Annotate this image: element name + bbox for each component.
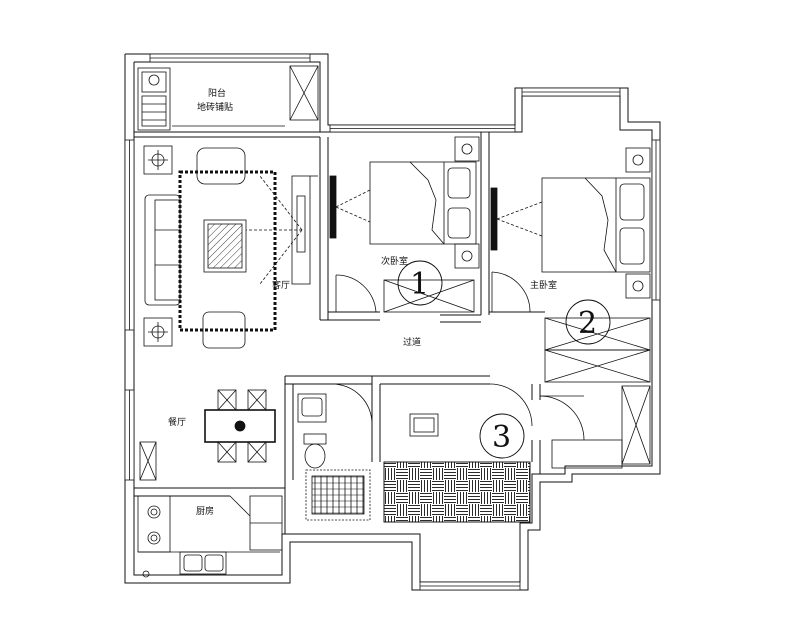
living-room-furniture [143,145,318,349]
master-bedroom-furniture [490,147,651,383]
kitchen-fixtures [137,495,283,578]
dining-furniture [139,389,276,481]
marker-1: 1 [397,260,443,306]
svg-text:3: 3 [492,420,511,455]
room-label-master-bedroom: 主卧室 [530,279,557,291]
windows [124,53,661,591]
room-label-kitchen: 厨房 [196,505,214,517]
room-label-balcony: 阳台 [208,87,226,99]
marker-3: 3 [479,413,525,459]
walls [124,53,661,591]
balcony-fixtures [137,65,319,131]
bathroom-fixtures [297,383,373,521]
room-label-balcony-note: 地砖铺贴 [197,101,233,113]
svg-text:1: 1 [410,267,429,302]
third-room-fixtures [383,383,651,523]
room-label-living: 客厅 [272,279,290,291]
second-bedroom-furniture [329,136,480,313]
room-label-second-bedroom: 次卧室 [381,255,408,267]
marker-2: 2 [565,299,611,345]
room-label-dining: 餐厅 [168,416,186,428]
room-label-corridor: 过道 [403,336,421,348]
svg-text:2: 2 [578,306,597,341]
